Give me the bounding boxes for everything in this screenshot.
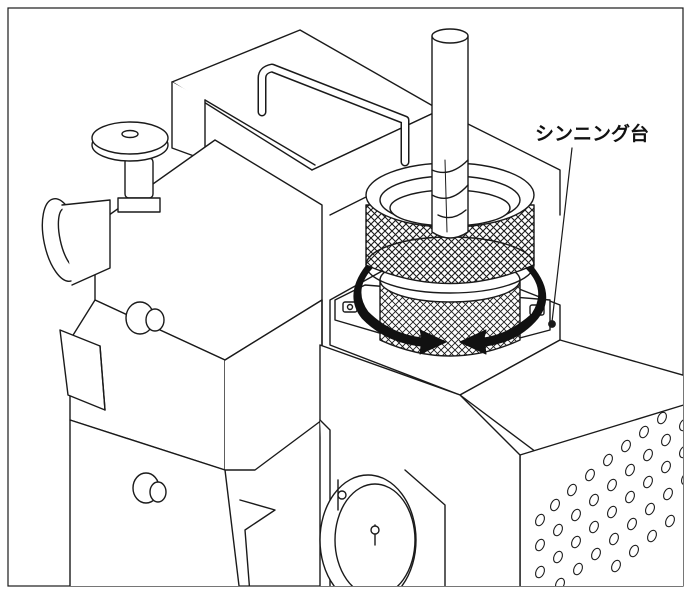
side-knob-upper: [125, 301, 165, 335]
callout-leader: [548, 147, 573, 328]
front-dial: [319, 474, 417, 586]
vent-holes: [535, 411, 683, 586]
curved-double-arrow-icon: [353, 265, 547, 355]
machine-left-body: [41, 121, 323, 586]
side-knob-lower: [132, 472, 167, 504]
thinning-stand-label: シンニング台: [535, 122, 649, 145]
top-knob: [91, 121, 169, 213]
drill-bit: [431, 28, 469, 239]
